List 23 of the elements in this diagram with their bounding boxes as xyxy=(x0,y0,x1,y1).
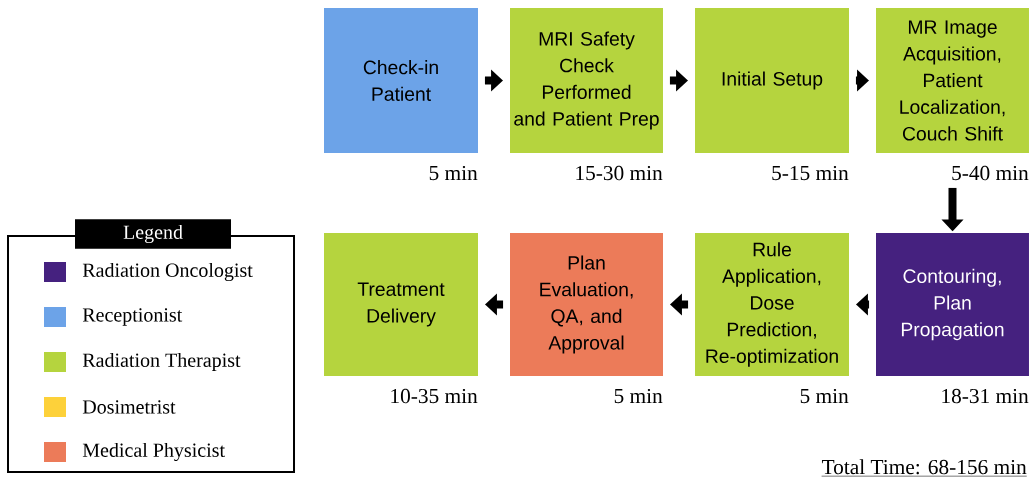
duration-label: 5-15 min xyxy=(772,165,849,181)
process-box: MR Image Acquisition, Patient Localization, Couch Shift xyxy=(876,8,1029,153)
process-box: Treatment Delivery xyxy=(324,233,478,376)
legend-title: Legend xyxy=(75,219,231,249)
legend-label: Receptionist xyxy=(82,308,183,326)
duration-label: 5 min xyxy=(614,388,663,404)
duration-label: 5 min xyxy=(429,165,478,181)
process-box: Rule Application, Dose Prediction, Re-optimization xyxy=(695,233,849,376)
process-box: Initial Setup xyxy=(695,8,849,153)
legend-label: Radiation Therapist xyxy=(82,352,241,372)
duration-label: 5 min xyxy=(800,388,849,404)
legend-label: Dosimetrist xyxy=(82,400,176,414)
process-box: Plan Evaluation, QA, and Approval xyxy=(510,233,663,376)
legend-label: Radiation Oncologist xyxy=(82,262,253,282)
legend-label: Medical Physicist xyxy=(82,442,225,462)
total-time: Total Time: 68-156 min xyxy=(821,459,1027,477)
process-box: Check-in Patient xyxy=(324,8,478,153)
duration-label: 18-31 min xyxy=(942,388,1029,404)
process-box: MRI Safety Check Performed and Patient Prep xyxy=(510,8,663,153)
duration-label: 10-35 min xyxy=(391,388,478,404)
duration-label: 5-40 min xyxy=(952,165,1029,181)
process-box: Contouring, Plan Propagation xyxy=(876,233,1029,376)
duration-label: 15-30 min xyxy=(576,165,663,181)
